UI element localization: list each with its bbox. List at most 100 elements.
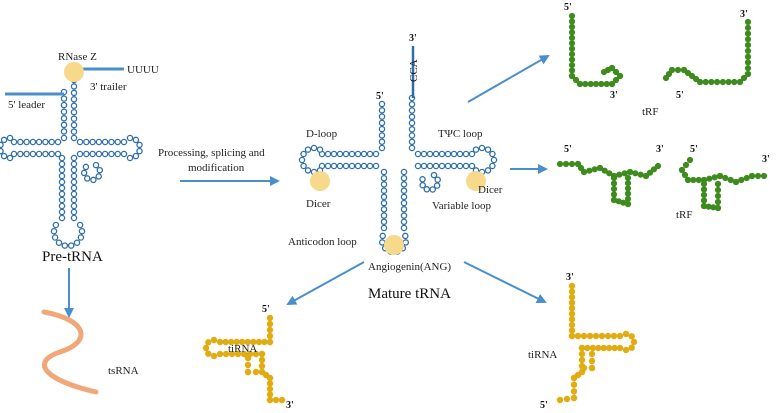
nucleotide-bead xyxy=(29,138,37,146)
nucleotide-bead xyxy=(444,150,452,158)
nucleotide-bead xyxy=(400,199,408,207)
nucleotide-bead xyxy=(60,115,68,122)
nucleotide-bead xyxy=(468,150,476,158)
trf-mid-right-five-label: 5' xyxy=(690,144,698,155)
nucleotide-bead xyxy=(580,332,588,340)
nucleotide-bead xyxy=(604,332,612,340)
nucleotide-bead xyxy=(572,76,580,84)
nucleotide-bead xyxy=(568,23,576,30)
nucleotide-bead xyxy=(624,200,632,208)
nucleotide-bead xyxy=(450,150,458,158)
nucleotide-bead xyxy=(58,172,66,180)
nucleotide-bead xyxy=(266,338,274,346)
nucleotide-bead xyxy=(0,141,4,149)
dicer-right-label: Dicer xyxy=(478,184,503,196)
nucleotide-bead xyxy=(378,113,386,120)
nucleotide-bead xyxy=(372,150,380,158)
nucleotide-bead xyxy=(588,357,596,365)
nucleotide-bead xyxy=(433,182,441,189)
nucleotide-bead xyxy=(366,150,374,158)
nucleotide-bead xyxy=(70,178,78,186)
trf-mid-left-five-label: 5' xyxy=(564,144,572,155)
nucleotide-bead xyxy=(598,332,606,340)
nucleotide-bead xyxy=(725,78,732,86)
nucleotide-bead xyxy=(760,172,768,180)
nucleotide-bead xyxy=(378,119,386,127)
nucleotide-bead xyxy=(563,395,571,403)
nucleotide-bead xyxy=(366,162,374,170)
d-loop-label: D-loop xyxy=(306,128,338,140)
nucleotide-bead xyxy=(570,394,578,402)
nucleotide-bead xyxy=(266,391,274,398)
nucleotide-bead xyxy=(610,180,618,187)
nucleotide-bead xyxy=(556,160,564,168)
nucleotide-bead xyxy=(719,78,727,86)
nucleotide-bead xyxy=(70,184,78,192)
rnase-z-enzyme xyxy=(64,62,84,82)
nucleotide-bead xyxy=(330,162,338,170)
nucleotide-bead xyxy=(400,187,408,194)
nucleotide-bead xyxy=(95,173,102,180)
nucleotide-bead xyxy=(744,53,752,60)
tirna-right-label: tiRNA xyxy=(528,349,557,361)
nucleotide-bead xyxy=(568,299,576,306)
nucleotide-bead xyxy=(205,339,212,346)
nucleotide-bead xyxy=(628,333,635,340)
nucleotide-bead xyxy=(58,208,66,216)
nucleotide-bead xyxy=(622,346,630,354)
nucleotide-bead xyxy=(616,332,624,340)
nucleotide-bead xyxy=(101,150,109,158)
nucleotide-bead xyxy=(380,206,388,213)
tirna-left-three-label: 3' xyxy=(286,400,294,411)
nucleotide-bead xyxy=(23,150,30,158)
nucleotide-bead xyxy=(438,162,446,170)
tpsic-loop-label: TΨC loop xyxy=(438,128,483,140)
nucleotide-bead xyxy=(89,150,96,158)
nucleotide-bead xyxy=(408,113,416,121)
nucleotide-bead xyxy=(562,160,570,168)
nucleotide-bead xyxy=(632,170,639,177)
nucleotide-bead xyxy=(605,344,613,352)
nucleotide-bead xyxy=(83,150,90,158)
nucleotide-bead xyxy=(740,74,748,82)
nucleotide-bead xyxy=(674,66,682,74)
nucleotide-bead xyxy=(577,164,585,172)
nucleotide-bead xyxy=(17,150,24,158)
nucleotide-bead xyxy=(70,96,78,103)
nucleotide-bead xyxy=(688,72,696,80)
angiogenin-label: Angiogenin(ANG) xyxy=(368,261,451,273)
nucleotide-bead xyxy=(120,150,128,158)
nucleotide-bead xyxy=(456,150,464,158)
nucleotide-bead xyxy=(252,350,260,358)
nucleotide-bead xyxy=(95,138,103,146)
nucleotide-bead xyxy=(354,162,362,170)
nucleotide-bead xyxy=(380,181,388,188)
arrow-to-tirna-left xyxy=(286,261,365,305)
nucleotide-bead xyxy=(601,167,608,174)
nucleotide-bead xyxy=(462,150,470,158)
mature-trna-label: Mature tRNA xyxy=(368,286,451,302)
nucleotide-bead xyxy=(0,136,8,144)
nucleotide-bead xyxy=(51,234,59,241)
nucleotide-bead xyxy=(120,138,128,146)
nucleotide-bead xyxy=(586,332,594,340)
trf-top-left-five-label: 5' xyxy=(564,2,572,13)
nucleotide-bead xyxy=(35,138,43,146)
nucleotide-bead xyxy=(423,186,431,193)
nucleotide-bead xyxy=(568,316,576,323)
tirna-left-label: tiRNA xyxy=(228,343,257,355)
nucleotide-bead xyxy=(708,78,715,86)
nucleotide-bead xyxy=(266,380,274,387)
tirna-right-five-label: 5' xyxy=(540,400,548,411)
nucleotide-bead xyxy=(578,356,586,364)
nucleotide-bead xyxy=(574,332,582,340)
nucleotide-bead xyxy=(472,146,480,153)
nucleotide-bead xyxy=(336,150,344,158)
nucleotide-bead xyxy=(588,350,596,358)
nucleotide-bead xyxy=(76,150,84,158)
nucleotide-bead xyxy=(484,167,492,174)
nucleotide-bead xyxy=(348,150,356,158)
three-prime-trailer-label: 3' trailer xyxy=(90,81,127,93)
nucleotide-bead xyxy=(29,150,37,158)
nucleotide-bead xyxy=(400,224,408,232)
